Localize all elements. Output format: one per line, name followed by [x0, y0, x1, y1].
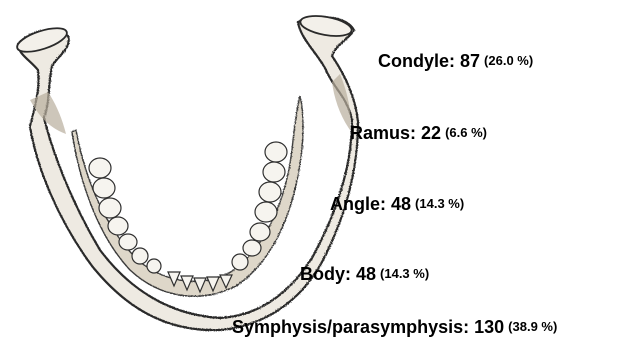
- label-body: Body: 48(14.3 %): [300, 265, 429, 284]
- label-symphysis-parasymphysis: Symphysis/parasymphysis: 130(38.9 %): [232, 318, 557, 337]
- region-count: 48: [391, 194, 411, 214]
- region-count: 87: [460, 51, 480, 71]
- region-count: 130: [474, 317, 504, 337]
- region-name: Body: [300, 264, 345, 284]
- label-condyle: Condyle: 87(26.0 %): [378, 52, 533, 71]
- region-name: Angle: [330, 194, 380, 214]
- region-percent: (6.6 %): [445, 125, 487, 140]
- label-ramus: Ramus: 22(6.6 %): [350, 124, 487, 143]
- region-name: Ramus: [350, 123, 410, 143]
- region-name: Condyle: [378, 51, 449, 71]
- region-percent: (26.0 %): [484, 53, 533, 68]
- region-percent: (14.3 %): [380, 266, 429, 281]
- region-percent: (38.9 %): [508, 319, 557, 334]
- label-angle: Angle: 48(14.3 %): [330, 195, 464, 214]
- region-name: Symphysis/parasymphysis: [232, 317, 463, 337]
- region-count: 22: [421, 123, 441, 143]
- region-percent: (14.3 %): [415, 196, 464, 211]
- region-count: 48: [356, 264, 376, 284]
